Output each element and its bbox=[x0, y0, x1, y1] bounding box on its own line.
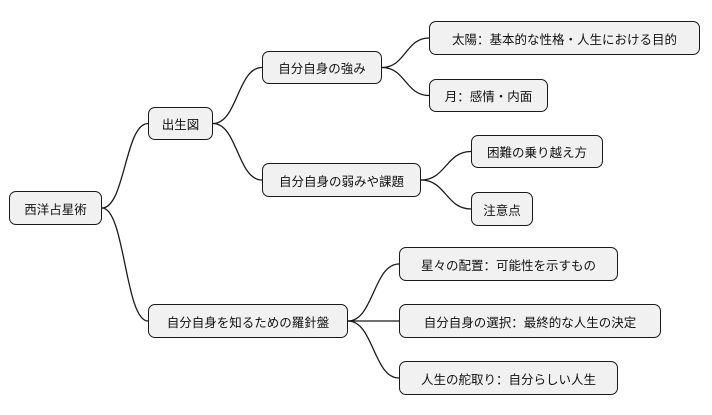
node-birth-chart: 出生図 bbox=[148, 107, 213, 140]
node-star-placement: 星々の配置：可能性を示すもの bbox=[399, 247, 618, 281]
edge-node-root-to-node-birth-chart bbox=[101, 122, 149, 209]
node-strengths: 自分自身の強み bbox=[262, 51, 382, 84]
node-weaknesses: 自分自身の弱みや課題 bbox=[262, 163, 421, 197]
edge-node-strengths-to-node-sun bbox=[381, 37, 430, 69]
edge-node-weaknesses-to-node-cautions bbox=[420, 179, 472, 210]
node-cautions: 注意点 bbox=[471, 192, 533, 226]
edge-node-birth-chart-to-node-strengths bbox=[212, 66, 263, 125]
edge-node-root-to-node-compass bbox=[101, 207, 149, 322]
node-root: 西洋占星術 bbox=[9, 191, 102, 225]
node-steering-life: 人生の舵取り：自分らしい人生 bbox=[399, 361, 618, 395]
node-compass: 自分自身を知るための羅針盤 bbox=[148, 304, 348, 338]
node-moon: 月：感情・内面 bbox=[429, 79, 548, 112]
node-own-choice: 自分自身の選択：最終的な人生の決定 bbox=[399, 304, 661, 338]
edge-node-weaknesses-to-node-overcoming-difficulties bbox=[420, 150, 472, 181]
edge-node-compass-to-node-star-placement bbox=[347, 263, 400, 322]
edge-node-strengths-to-node-moon bbox=[381, 66, 430, 97]
edge-node-birth-chart-to-node-weaknesses bbox=[212, 122, 263, 181]
edge-node-compass-to-node-steering-life bbox=[347, 320, 400, 379]
node-sun: 太陽：基本的な性格・人生における目的 bbox=[429, 21, 700, 55]
node-overcoming-difficulties: 困難の乗り越え方 bbox=[471, 135, 603, 168]
